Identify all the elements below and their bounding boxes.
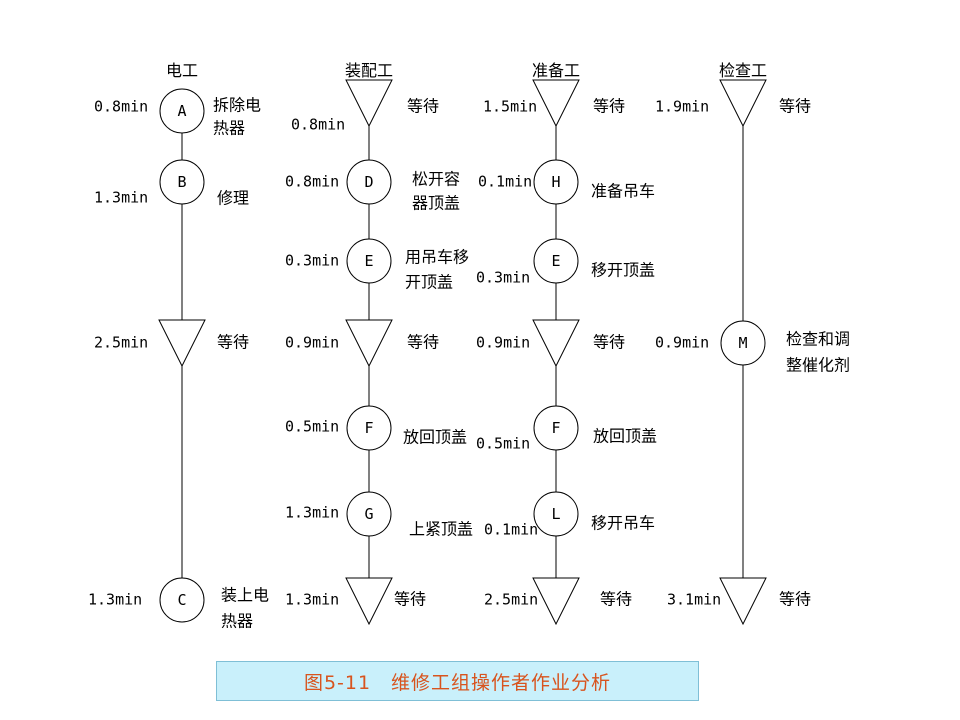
operation-node <box>346 238 392 284</box>
wait-triangle <box>345 319 393 368</box>
time-label: 1.3min <box>285 591 339 609</box>
time-label: 0.3min <box>285 252 339 270</box>
activity-label: 等待 <box>600 590 632 609</box>
time-label: 3.1min <box>667 591 721 609</box>
time-label: 1.3min <box>94 189 148 207</box>
operation-id: E <box>551 252 560 270</box>
wait-triangle <box>158 319 206 368</box>
wait-triangle <box>345 577 393 626</box>
time-label: 0.9min <box>285 334 339 352</box>
activity-label: 装上电 <box>221 586 269 605</box>
activity-label: 热器 <box>221 612 253 631</box>
time-label: 1.3min <box>88 591 142 609</box>
figure-caption: 图5-11 维修工组操作者作业分析 <box>216 661 699 701</box>
time-label: 0.1min <box>478 173 532 191</box>
activity-label: 移开吊车 <box>591 514 655 533</box>
column-header: 装配工 <box>345 61 393 80</box>
activity-label: 上紧顶盖 <box>409 520 473 539</box>
activity-label: 等待 <box>779 97 811 116</box>
activity-label: 器顶盖 <box>412 194 460 213</box>
operation-id: G <box>364 505 373 523</box>
activity-label: 松开容 <box>412 170 460 189</box>
operation-node <box>533 491 579 537</box>
activity-label: 整催化剂 <box>786 356 850 375</box>
wait-triangle <box>719 577 767 626</box>
operation-id: E <box>364 252 373 270</box>
time-label: 1.3min <box>285 504 339 522</box>
time-label: 0.9min <box>655 334 709 352</box>
operation-id: C <box>177 591 186 609</box>
column-header: 电工 <box>166 61 198 80</box>
activity-label: 热器 <box>213 119 245 138</box>
time-label: 0.9min <box>476 334 530 352</box>
operation-id: H <box>551 173 560 191</box>
time-label: 1.9min <box>655 98 709 116</box>
operation-id: F <box>364 419 373 437</box>
activity-label: 放回顶盖 <box>403 428 467 447</box>
activity-label: 准备吊车 <box>591 182 655 201</box>
operation-id: F <box>551 419 560 437</box>
activity-label: 放回顶盖 <box>593 427 657 446</box>
operation-node <box>533 405 579 451</box>
operation-id: D <box>364 173 373 191</box>
time-label: 2.5min <box>94 334 148 352</box>
wait-triangle <box>532 319 580 368</box>
wait-triangle <box>345 79 393 128</box>
activity-label: 用吊车移 <box>405 248 469 267</box>
column-header: 准备工 <box>532 61 580 80</box>
operation-node <box>159 577 205 623</box>
time-label: 0.8min <box>291 116 345 134</box>
time-label: 1.5min <box>483 98 537 116</box>
wait-triangle <box>532 577 580 626</box>
operation-node <box>533 238 579 284</box>
time-label: 0.5min <box>285 418 339 436</box>
operation-node <box>346 405 392 451</box>
activity-label: 开顶盖 <box>405 273 453 292</box>
time-label: 2.5min <box>484 591 538 609</box>
wait-triangle <box>719 79 767 128</box>
activity-label: 等待 <box>407 333 439 352</box>
time-label: 0.8min <box>285 173 339 191</box>
operation-node <box>159 159 205 205</box>
operation-node <box>346 491 392 537</box>
activity-label: 移开顶盖 <box>591 261 655 280</box>
operation-id: M <box>738 334 747 352</box>
time-label: 0.1min <box>484 521 538 539</box>
activity-label: 拆除电 <box>213 96 261 115</box>
operation-node <box>720 320 766 366</box>
wait-triangle <box>532 79 580 128</box>
operation-id: B <box>177 173 186 191</box>
time-label: 0.5min <box>476 435 530 453</box>
operation-node <box>346 159 392 205</box>
operation-id: L <box>551 505 560 523</box>
time-label: 0.3min <box>476 269 530 287</box>
operation-id: A <box>177 102 186 120</box>
time-label: 0.8min <box>94 98 148 116</box>
activity-label: 等待 <box>217 333 249 352</box>
activity-label: 等待 <box>407 97 439 116</box>
activity-label: 等待 <box>593 333 625 352</box>
activity-label: 等待 <box>779 590 811 609</box>
column-header: 检查工 <box>719 61 767 80</box>
operation-node <box>533 159 579 205</box>
activity-label: 等待 <box>593 97 625 116</box>
activity-label: 等待 <box>394 590 426 609</box>
operation-node <box>159 88 205 134</box>
activity-label: 修理 <box>217 189 249 208</box>
activity-label: 检查和调 <box>786 330 850 349</box>
